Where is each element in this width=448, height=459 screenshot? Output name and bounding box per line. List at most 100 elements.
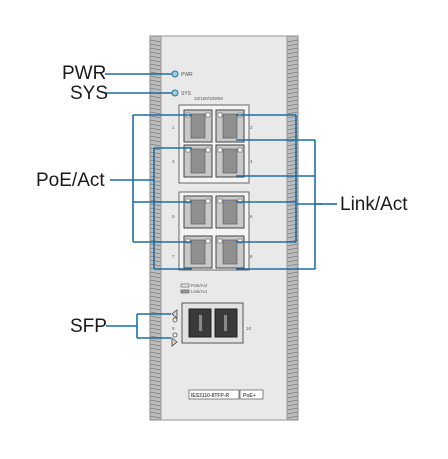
ridge-line: [149, 219, 162, 223]
ridge-line: [149, 303, 162, 307]
poe-led-icon: [185, 238, 191, 244]
ridge-line: [149, 227, 162, 231]
ridge-line: [286, 367, 299, 371]
ridge-line: [149, 223, 162, 227]
ridge-line: [149, 315, 162, 319]
link-led-icon: [237, 147, 243, 153]
ridge-line: [149, 291, 162, 295]
ridge-line: [149, 83, 162, 87]
model-label: IES3110-8TFP-R: [191, 393, 229, 399]
rj45-port: [215, 144, 245, 178]
ridge-line: [286, 91, 299, 95]
ridge-line: [286, 355, 299, 359]
ridge-line: [149, 235, 162, 239]
ridge-line: [286, 39, 299, 43]
ridge-line: [286, 327, 299, 331]
ridge-line: [286, 67, 299, 71]
sfp-number: 10: [246, 326, 252, 331]
poe-led-icon: [185, 198, 191, 204]
rj45-ports: [183, 109, 245, 269]
ridge-line: [149, 163, 162, 167]
sfp-number: 9: [172, 326, 175, 331]
ridge-line: [286, 347, 299, 351]
ridge-line: [286, 271, 299, 275]
ridge-line: [286, 395, 299, 399]
speed-label: 10/100/1000M: [194, 96, 223, 101]
ridge-line: [149, 191, 162, 195]
ridge-line: [149, 411, 162, 415]
ridge-line: [286, 51, 299, 55]
link-led-icon: [205, 112, 211, 118]
ridge-line: [149, 271, 162, 275]
ridge-line: [149, 387, 162, 391]
ridge-line: [149, 119, 162, 123]
ridge-line: [149, 407, 162, 411]
port-number: 6: [250, 214, 253, 219]
ridge-line: [149, 103, 162, 107]
rj45-port: [215, 235, 245, 269]
ridge-line: [149, 355, 162, 359]
link-act-callout-label: Link/Act: [340, 194, 408, 215]
rj45-port: [215, 195, 245, 229]
ridge-line: [286, 335, 299, 339]
ridge-line: [149, 351, 162, 355]
ridge-line: [286, 371, 299, 375]
ridge-line: [149, 395, 162, 399]
rj45-port-socket: [190, 148, 206, 174]
ridge-line: [286, 331, 299, 335]
callout-lines: [105, 73, 337, 339]
ridge-line: [286, 103, 299, 107]
ridge-line: [149, 47, 162, 51]
ridge-line: [286, 275, 299, 279]
ridge-line: [149, 139, 162, 143]
rj45-port: [183, 195, 213, 229]
legend-link-label: Link/Act: [191, 289, 208, 294]
ridge-line: [149, 263, 162, 267]
port-number: 4: [250, 159, 253, 164]
ridge-line: [286, 63, 299, 67]
ridge-line: [286, 415, 299, 419]
sfp10-led-icon: [172, 332, 178, 338]
sfp9-led-icon: [172, 317, 178, 323]
ridge-line: [149, 127, 162, 131]
ridge-line: [149, 195, 162, 199]
sys-callout-label: SYS: [70, 83, 109, 104]
ridge-line: [149, 175, 162, 179]
link-led-icon: [205, 147, 211, 153]
ridge-line: [149, 111, 162, 115]
ridge-line: [286, 383, 299, 387]
sfp-slot-detail: [199, 315, 202, 331]
ridge-line: [286, 319, 299, 323]
ridge-line: [149, 95, 162, 99]
ridge-line: [286, 339, 299, 343]
ridge-line: [149, 67, 162, 71]
port-number: 2: [250, 125, 253, 130]
ridge-line: [149, 415, 162, 419]
ridge-line: [286, 391, 299, 395]
ridge-line: [286, 407, 299, 411]
ridge-line: [149, 135, 162, 139]
ridge-line: [149, 295, 162, 299]
ridge-line: [149, 107, 162, 111]
port-number: 3: [172, 159, 175, 164]
ridge-line: [286, 315, 299, 319]
ridge-line: [286, 411, 299, 415]
ridge-line: [286, 43, 299, 47]
ridge-line: [286, 243, 299, 247]
rj45-port-socket: [222, 199, 238, 225]
ridge-line: [149, 251, 162, 255]
ridge-line: [286, 55, 299, 59]
ridge-line: [149, 75, 162, 79]
sfp-slot-detail: [224, 315, 227, 331]
ridge-line: [286, 351, 299, 355]
ridge-line: [149, 283, 162, 287]
ridge-line: [149, 375, 162, 379]
ridge-line: [149, 59, 162, 63]
ridge-line: [286, 359, 299, 363]
ridge-line: [149, 143, 162, 147]
poe-led-icon: [217, 112, 223, 118]
ridge-line: [149, 331, 162, 335]
ridge-line: [149, 279, 162, 283]
ridge-line: [286, 363, 299, 367]
ridge-line: [149, 115, 162, 119]
